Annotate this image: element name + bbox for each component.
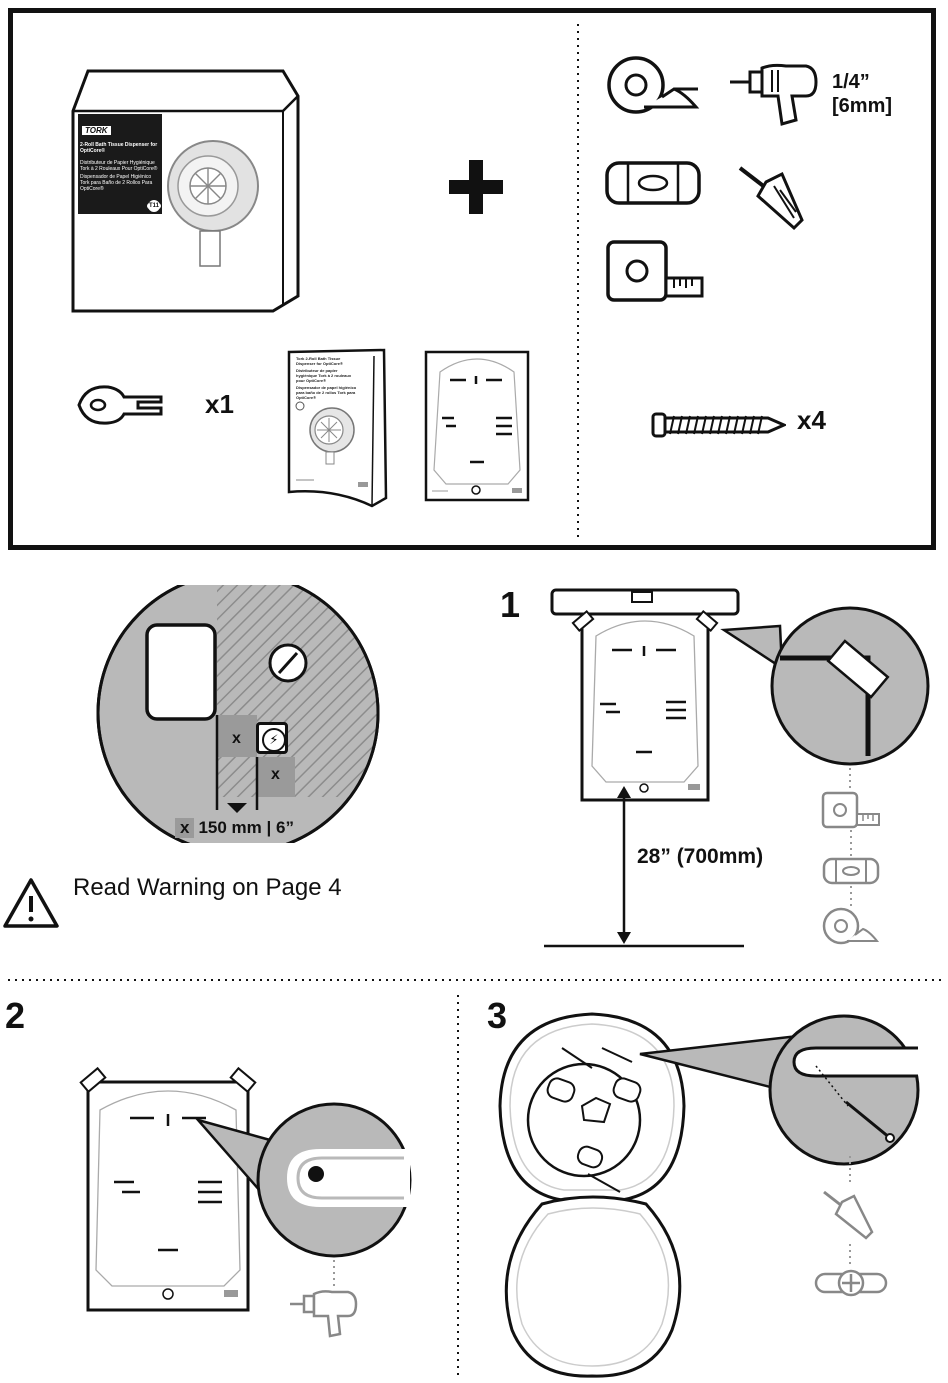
screwdriver-icon xyxy=(823,1190,874,1240)
box-title-en: 2-Roll Bath Tissue Dispenser for OptiCor… xyxy=(80,142,158,154)
manual-line-fr: Distributeur de papier hygiénique Tork à… xyxy=(296,368,352,383)
tool-connector xyxy=(850,830,852,856)
panel-divider xyxy=(577,24,579,540)
screwdriver-icon xyxy=(738,166,804,231)
clearance-marker-2: x xyxy=(271,766,280,783)
drill-size-mm: [6mm] xyxy=(832,95,893,117)
manual-line-en: Tork 2-Roll Bath Tissue Dispenser for Op… xyxy=(296,356,343,366)
box-model: T11 xyxy=(147,203,162,209)
contents-panel xyxy=(8,8,936,550)
box-title-fr: Distributeur de Papier Hygiénique Tork à… xyxy=(80,160,158,172)
tape-icon xyxy=(607,56,700,114)
mounting-template-sheet xyxy=(424,350,530,502)
tape-measure-icon xyxy=(821,791,880,829)
level-icon xyxy=(605,161,701,205)
clearance-marker-legend: x xyxy=(175,818,195,838)
tape-icon xyxy=(822,907,880,945)
drill-icon xyxy=(290,1290,358,1338)
clearance-diagram xyxy=(96,585,380,843)
tool-connector xyxy=(849,1244,851,1268)
step-1-diagram xyxy=(544,588,930,948)
step-2-diagram xyxy=(79,1066,412,1312)
section-divider xyxy=(8,979,944,981)
manual-text: Tork 2-Roll Bath Tissue Dispenser for Op… xyxy=(296,356,358,400)
drill-size: 1/4” [6mm] xyxy=(832,70,892,118)
section-divider xyxy=(457,995,459,1379)
manual-booklet xyxy=(287,348,388,508)
manual-line-es: Dispensador de papel higiénico para baño… xyxy=(296,385,357,400)
clearance-marker-1: x xyxy=(232,730,241,747)
warning-icon xyxy=(3,878,59,928)
tape-measure-icon xyxy=(606,240,704,302)
electrical-outlet-icon: ⚡ xyxy=(256,722,288,754)
box-label-panel: TORK 2-Roll Bath Tissue Dispenser for Op… xyxy=(80,120,160,192)
tool-connector xyxy=(849,1156,851,1186)
step-3-zoom-callout xyxy=(639,1014,920,1166)
step-2-number: 2 xyxy=(5,995,26,1036)
plus-icon xyxy=(449,160,503,214)
clearance-distance: 150 mm | 6” xyxy=(198,818,294,837)
screw-head-icon xyxy=(814,1269,888,1297)
box-title-es: Dispensador de Papel Higiénico Tork para… xyxy=(80,174,153,192)
drill-icon xyxy=(730,63,818,126)
step-3-number: 3 xyxy=(487,995,508,1036)
product-box-illustration xyxy=(71,69,300,313)
brand-logo: TORK xyxy=(82,126,111,135)
level-icon xyxy=(822,857,880,885)
screw-icon xyxy=(651,412,786,438)
tool-connector xyxy=(850,886,852,906)
key-quantity: x1 xyxy=(205,389,234,419)
warning-text[interactable]: Read Warning on Page 4 xyxy=(73,874,342,901)
height-measurement: 28” (700mm) xyxy=(637,845,764,868)
drill-size-inch: 1/4” xyxy=(832,71,870,93)
key-icon xyxy=(77,385,163,425)
step-1-number: 1 xyxy=(500,584,521,625)
screws-quantity: x4 xyxy=(797,405,826,435)
